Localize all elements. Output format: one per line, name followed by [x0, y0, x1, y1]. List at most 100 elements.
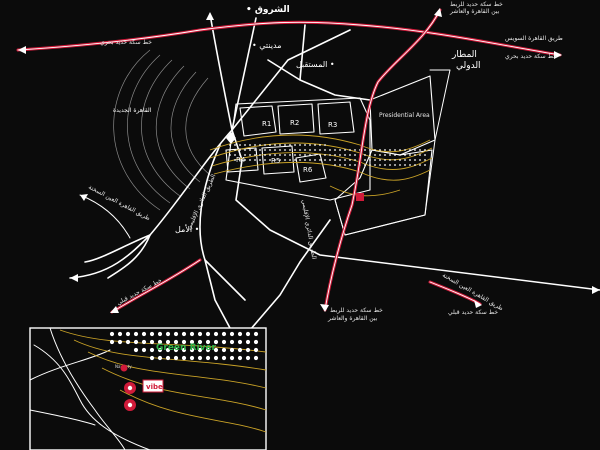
river-dot	[324, 144, 326, 146]
river-dot	[109, 331, 115, 337]
river-dot	[149, 355, 155, 361]
river-dot	[334, 154, 336, 156]
river-dot	[279, 159, 281, 161]
label-rail-bottom-right: خط سكة حديد قبلي	[448, 309, 498, 316]
block-r4	[225, 147, 259, 173]
river-dot	[294, 144, 296, 146]
river-dot	[269, 159, 271, 161]
river-dot	[329, 154, 331, 156]
river-dot	[117, 339, 123, 345]
site-marker	[356, 193, 364, 201]
river-dot	[173, 355, 179, 361]
river-dot	[419, 149, 421, 151]
river-dot	[344, 154, 346, 156]
river-dot	[173, 347, 179, 353]
river-dot	[197, 331, 203, 337]
river-dot	[349, 149, 351, 151]
river-dot	[253, 347, 259, 353]
river-dot	[389, 149, 391, 151]
river-dot	[424, 149, 426, 151]
pin-icon	[120, 364, 128, 372]
arrow-icon	[110, 306, 119, 313]
river-dot	[259, 159, 261, 161]
river-dot	[109, 339, 115, 345]
river-dot	[197, 339, 203, 345]
river-dot	[259, 144, 261, 146]
river-dot	[304, 144, 306, 146]
river-dot	[289, 144, 291, 146]
river-dot	[133, 339, 139, 345]
river-dot	[149, 331, 155, 337]
river-dot	[419, 154, 421, 156]
river-dot	[414, 164, 416, 166]
river-dot	[369, 154, 371, 156]
river-dot	[289, 159, 291, 161]
river-dot	[237, 331, 243, 337]
arrow-icon	[554, 51, 562, 59]
river-dot	[254, 154, 256, 156]
river-dot	[165, 331, 171, 337]
label-obour: الأمل •	[175, 224, 199, 234]
river-dot	[354, 154, 356, 156]
arrow-icon	[70, 274, 78, 282]
river-dot	[284, 144, 286, 146]
river-dot	[157, 339, 163, 345]
river-dot	[349, 159, 351, 161]
river-dot	[229, 149, 231, 151]
river-dot	[181, 347, 187, 353]
river-dot	[189, 355, 195, 361]
river-dot	[205, 347, 211, 353]
river-dot	[237, 355, 243, 361]
river-dot	[229, 347, 235, 353]
river-dot	[221, 331, 227, 337]
river-dot	[409, 164, 411, 166]
river-dot	[205, 331, 211, 337]
arrow-icon	[434, 8, 442, 17]
river-dot	[239, 154, 241, 156]
river-dot	[249, 144, 251, 146]
river-dot	[344, 149, 346, 151]
block-r1	[239, 105, 277, 137]
river-dot	[339, 149, 341, 151]
river-dot	[404, 159, 406, 161]
label-airport-2: الدولي	[456, 61, 481, 71]
river-dot	[213, 331, 219, 337]
new-cairo-curves	[113, 49, 211, 211]
pin-icon	[124, 399, 136, 411]
river-dot	[319, 144, 321, 146]
label-rail-top-left: خط سكة حديد بحري	[100, 39, 152, 46]
river-dot	[419, 159, 421, 161]
river-dot	[374, 159, 376, 161]
river-dot	[379, 154, 381, 156]
block-r5	[261, 145, 295, 175]
label-r5: R5	[271, 157, 280, 165]
label-mostakbal: المستقبل •	[296, 60, 335, 69]
river-dot	[364, 149, 366, 151]
river-dot	[249, 159, 251, 161]
label-rail-link-top-1: خط سكة حديد للربط	[450, 1, 503, 8]
river-dots	[229, 144, 426, 166]
river-dot	[304, 154, 306, 156]
river-dot	[229, 144, 231, 146]
label-new-cairo: القاهرة الجديدة	[113, 107, 152, 114]
river-dot	[329, 159, 331, 161]
label-rail-link-bottom-2: بين القاهرة والعاشر	[327, 315, 378, 322]
river-dot	[309, 149, 311, 151]
river-dot	[314, 154, 316, 156]
river-dot	[339, 164, 341, 166]
river-dot	[157, 347, 163, 353]
presidential-area	[369, 75, 436, 156]
label-madinaty: • مدينتي	[252, 41, 281, 50]
river-dot	[141, 347, 147, 353]
label-shorouk: • الشروق	[246, 5, 290, 15]
river-dot	[389, 154, 391, 156]
river-dot	[324, 149, 326, 151]
river-dot	[213, 355, 219, 361]
river-dot	[379, 149, 381, 151]
river-dot	[264, 144, 266, 146]
river-dot	[414, 154, 416, 156]
river-dot	[409, 149, 411, 151]
river-dot	[379, 164, 381, 166]
river-dot	[229, 355, 235, 361]
river-dot	[374, 164, 376, 166]
